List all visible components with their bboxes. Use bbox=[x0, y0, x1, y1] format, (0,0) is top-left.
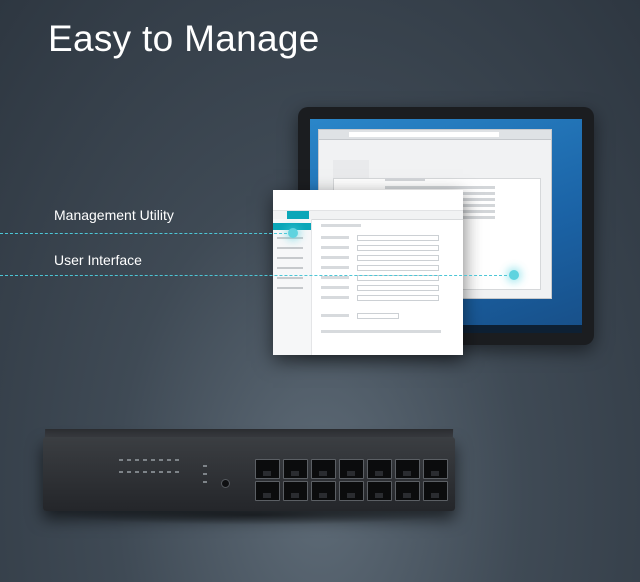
utility-tabs bbox=[273, 210, 463, 220]
management-utility-label: Management Utility bbox=[54, 207, 174, 223]
utility-header bbox=[273, 190, 463, 210]
management-utility-dot bbox=[288, 228, 298, 238]
status-leds bbox=[119, 459, 239, 489]
utility-nav bbox=[273, 219, 312, 355]
user-interface-dot bbox=[509, 270, 519, 280]
network-switch-icon bbox=[43, 437, 455, 511]
user-interface-pointer bbox=[0, 275, 512, 276]
user-interface-label: User Interface bbox=[54, 252, 142, 268]
utility-content bbox=[317, 224, 457, 336]
headline: Easy to Manage bbox=[48, 18, 320, 59]
management-utility-window bbox=[273, 190, 463, 355]
management-utility-pointer bbox=[0, 233, 292, 234]
reset-button-icon bbox=[221, 479, 230, 488]
